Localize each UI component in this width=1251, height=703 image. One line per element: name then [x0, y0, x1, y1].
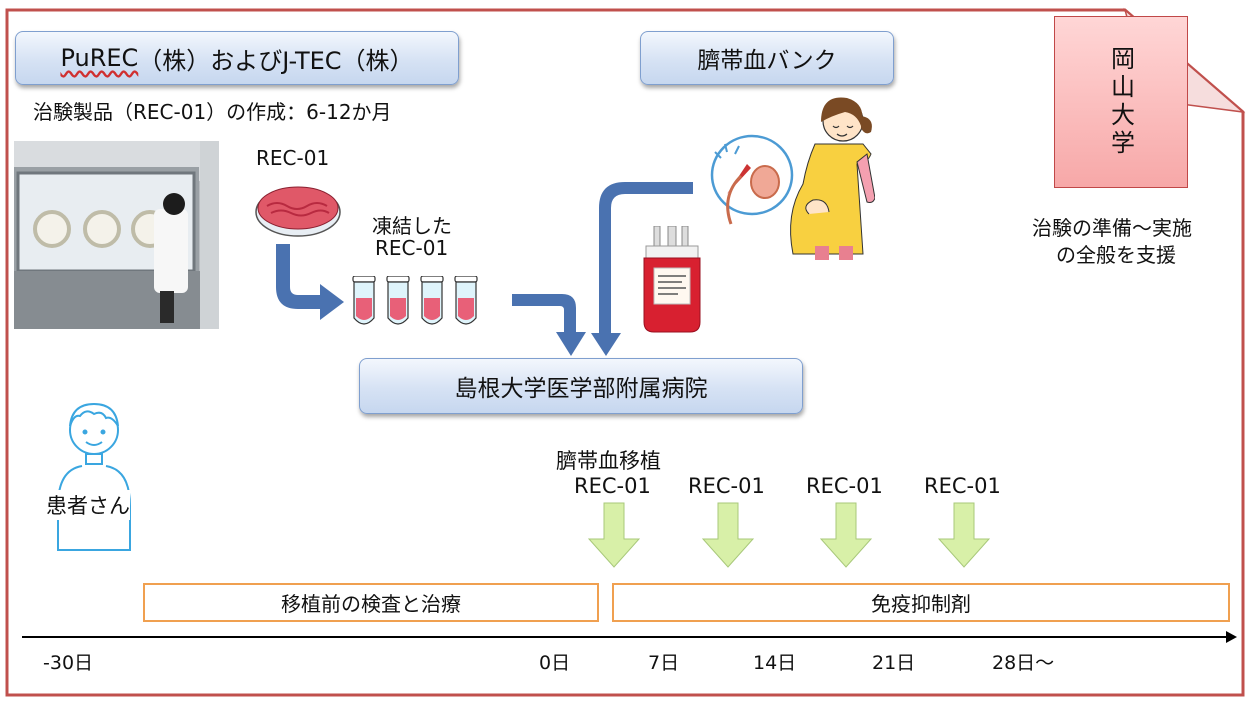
rec01-label: REC-01: [256, 146, 330, 170]
culture-dish-icon: [255, 186, 341, 237]
okayama-university-label: 岡山大学: [1106, 46, 1135, 158]
pregnant-woman-icon: [710, 97, 875, 260]
cord-blood-bank-label: 臍帯血バンク: [697, 48, 837, 74]
arrow-dish-to-tubes: [276, 244, 344, 320]
tick-28: 28日〜: [992, 652, 1055, 674]
phase-post-box: 免疫抑制剤: [612, 583, 1230, 622]
tick-0: 0日: [539, 652, 571, 674]
tick-minus30: -30日: [43, 652, 94, 674]
dose-arrow-2: [701, 502, 755, 568]
arrow-tubes-to-hospital: [512, 294, 586, 356]
timeline-arrowhead: [1226, 631, 1237, 643]
dose-1-line2: REC-01: [574, 474, 651, 498]
frozen-label-line2: REC-01: [375, 236, 449, 260]
phase-pre-box: 移植前の検査と治療: [143, 583, 599, 622]
dose-arrow-3: [819, 502, 873, 568]
dose-arrow-4: [937, 502, 991, 568]
phase-post-label: 免疫抑制剤: [871, 592, 971, 616]
okayama-support-line2: の全般を支援: [1056, 243, 1176, 267]
dose-arrow-1: [587, 502, 641, 568]
phase-pre-label: 移植前の検査と治療: [281, 592, 461, 616]
dose-1-line1: 臍帯血移植: [556, 449, 661, 473]
dose-3-line2: REC-01: [806, 474, 883, 498]
frozen-tubes-icon: [352, 276, 478, 325]
cord-blood-bank-box: 臍帯血バンク: [640, 31, 894, 85]
blood-bag-icon: [643, 226, 701, 333]
tick-21: 21日: [872, 652, 916, 674]
dose-4-line2: REC-01: [924, 474, 1001, 498]
tick-7: 7日: [648, 652, 680, 674]
arrow-bank-to-hospital: [591, 182, 693, 356]
production-subtitle: 治験製品（REC-01）の作成：6-12か月: [33, 100, 392, 124]
lab-photo: [14, 141, 219, 329]
okayama-support-line1: 治験の準備〜実施: [1032, 216, 1192, 240]
dose-2-line2: REC-01: [688, 474, 765, 498]
company-box: PuREC（株）およびJ-TEC（株）: [15, 31, 459, 85]
company-name-rest: （株）およびJ-TEC（株）: [138, 46, 414, 75]
hospital-label: 島根大学医学部附属病院: [454, 376, 708, 402]
frozen-label-line1: 凍結した: [372, 214, 452, 238]
hospital-box: 島根大学医学部附属病院: [359, 358, 803, 414]
patient-label: 患者さん: [46, 490, 130, 520]
tick-14: 14日: [753, 652, 797, 674]
okayama-university-box: 岡山大学: [1054, 16, 1188, 188]
patient-icon: [57, 402, 131, 551]
company-name-prefix: PuREC: [60, 44, 139, 72]
